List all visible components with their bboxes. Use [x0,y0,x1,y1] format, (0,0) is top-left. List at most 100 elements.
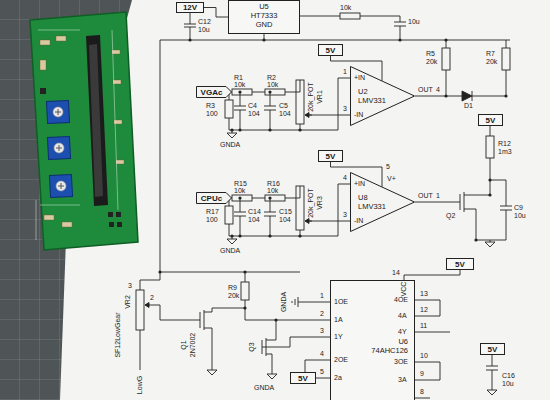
part-label: 2 [150,294,154,302]
drawing-rect [109,222,114,227]
drawing-rect [136,290,144,330]
drawing-circle [488,178,491,181]
part-label: VR2 [124,295,132,309]
node-text: GND [256,20,273,29]
node-title: U5 [259,2,269,11]
part-label: 3 [128,282,132,290]
part-label: 10k [234,187,245,195]
part-label: R5 [426,50,435,58]
drawing-path [140,272,498,398]
part-label: 20k [486,58,497,66]
drawing-use [225,184,350,244]
wire-connector [331,56,383,66]
node-title: U6 [398,337,408,346]
part-label: R16 [267,180,280,188]
power-flag: 5V [446,258,474,270]
node-title: 5V [326,46,336,55]
power-flag: 5V [290,372,316,384]
pin-stub [382,66,383,81]
schematic-wires [136,13,512,398]
node-title: U2 [358,87,368,96]
part-label: 5 [386,163,390,171]
part-label: C16 [502,372,515,380]
part-label: 3 [343,211,347,219]
drawing-rect [241,282,249,300]
drawing-circle [262,38,265,41]
outline [351,67,415,126]
node-title: 5V [298,374,308,383]
drawing-use [485,242,495,247]
part-label: 14 [392,269,400,277]
signal-flag: VGAc [196,86,232,98]
drawing-circle [243,306,246,309]
part-label: 4OE [394,296,408,304]
outline [351,173,415,232]
part-label: 5 [320,368,324,376]
wire-connector [316,378,330,379]
drawing-rect [116,212,121,217]
drawing-polygon [89,44,103,197]
drawing-circle [158,270,161,273]
part-label: 1 [343,68,347,76]
drawing-rect [40,88,46,94]
part-label: 4A [398,312,407,320]
part-label: 4 [320,350,324,358]
part-label: 4Y [398,328,407,336]
pin-stub [382,172,383,187]
part-label: 13 [420,290,428,298]
outline [197,87,232,98]
part-label: R3 [206,102,215,110]
drawing-polygon [30,12,138,250]
part-label: OUT [418,192,433,200]
drawing-rect [340,13,360,19]
node-title: 5V [326,152,336,161]
drawing-rect [44,215,54,220]
drawing-circle [398,38,401,41]
drawing-rect [116,160,124,164]
wire-connector [204,8,228,18]
part-label: 4 [436,86,440,94]
part-label: 100 [206,216,218,224]
node-text: LMV331 [358,202,386,211]
part-label: 3 [343,105,347,113]
part-label: 20k_POT [307,82,315,112]
part-label: 10u [198,26,210,34]
part-label: C4 [248,102,257,110]
part-label: GNDA [220,247,240,255]
drawing-circle [444,94,447,97]
drawing-rect [442,48,450,70]
part-label: 2OE [334,356,348,364]
drawing-use [487,390,497,395]
wire-connector [404,270,460,280]
part-label: VR1 [316,90,324,104]
part-label: 10u [408,18,420,26]
part-label: 9 [420,370,424,378]
part-label: LowG [136,376,144,394]
part-label: R7 [486,50,495,58]
drawing-g [40,36,124,227]
drawing-path [55,109,64,189]
part-label: 104 [248,216,260,224]
part-label: 3 [320,327,324,335]
part-label: 10k [340,4,351,12]
drawing-rect [108,212,113,217]
part-label: GNDA [220,141,240,149]
part-label: 10u [514,212,526,220]
part-label: 2N7002 [189,333,197,358]
part-label: C15 [279,208,292,216]
part-label: 1A [334,316,343,324]
drawing-path [415,126,512,242]
drawing-polygon [86,35,108,206]
part-label: GNDA [280,292,288,312]
part-label: 104 [248,110,260,118]
node-text: LMV331 [358,96,386,105]
drawing-circle [243,270,246,273]
part-label: +IN [354,74,365,82]
part-label: VCC [400,282,408,297]
power-flag: 5V [478,114,503,126]
